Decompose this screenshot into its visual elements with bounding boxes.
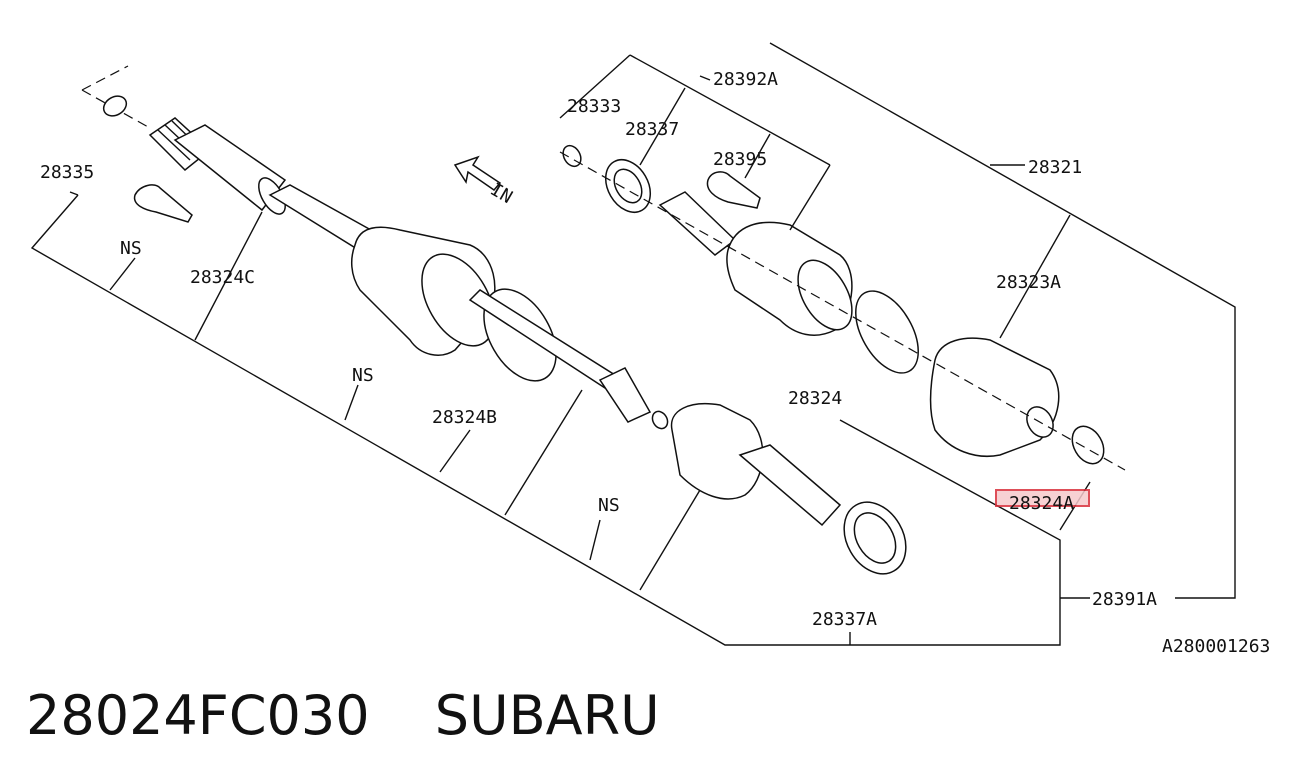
- label-28335: 28335: [40, 162, 94, 183]
- label-28324a: 28324A: [1009, 493, 1074, 514]
- outer-stub-shaft: [738, 444, 842, 527]
- labels: 28335 NS 28324C NS 28324B NS IN 28333 28…: [40, 69, 1270, 657]
- in-arrow-icon: [453, 155, 502, 192]
- label-ns-3: NS: [598, 495, 620, 516]
- left-axle-assembly: [81, 65, 907, 575]
- label-28395: 28395: [713, 149, 767, 170]
- grease-28395: [706, 171, 761, 209]
- grease-tube-ns: [133, 184, 193, 223]
- label-28337: 28337: [625, 119, 679, 140]
- band-28324: [855, 290, 919, 374]
- brand-name: SUBARU: [434, 684, 660, 747]
- label-28392a: 28392A: [713, 69, 778, 90]
- label-28324: 28324: [788, 388, 842, 409]
- boot-mouth: [421, 253, 495, 347]
- caption: 28024FC030 SUBARU: [26, 684, 660, 754]
- circlip-28335: [102, 95, 128, 117]
- shaft-spline: [598, 367, 652, 423]
- inner-spline: [658, 191, 737, 256]
- label-28321: 28321: [1028, 157, 1082, 178]
- label-28324b: 28324B: [432, 407, 497, 428]
- leader-lines: [30, 42, 1236, 646]
- circlip-28333: [562, 144, 582, 168]
- diagram-canvas: 28335 NS 28324C NS 28324B NS IN 28333 28…: [30, 42, 1270, 657]
- small-clip: [651, 410, 669, 430]
- label-ns-1: NS: [120, 238, 142, 259]
- label-28391a: 28391A: [1092, 589, 1157, 610]
- highlight-28324a: [995, 489, 1090, 507]
- parts-diagram: 28335 NS 28324C NS 28324B NS IN 28333 28…: [30, 42, 1270, 657]
- label-28324c: 28324C: [190, 267, 255, 288]
- label-28337a: 28337A: [812, 609, 877, 630]
- inner-joint-body: [173, 124, 287, 212]
- diagram-ref-code: A280001263: [1162, 636, 1270, 657]
- band-28324a: [1071, 425, 1105, 465]
- label-ns-2: NS: [352, 365, 374, 386]
- part-number: 28024FC030: [26, 684, 370, 747]
- label-28323a: 28323A: [996, 272, 1061, 293]
- label-28333: 28333: [567, 96, 621, 117]
- right-kit-assembly: [559, 144, 1126, 471]
